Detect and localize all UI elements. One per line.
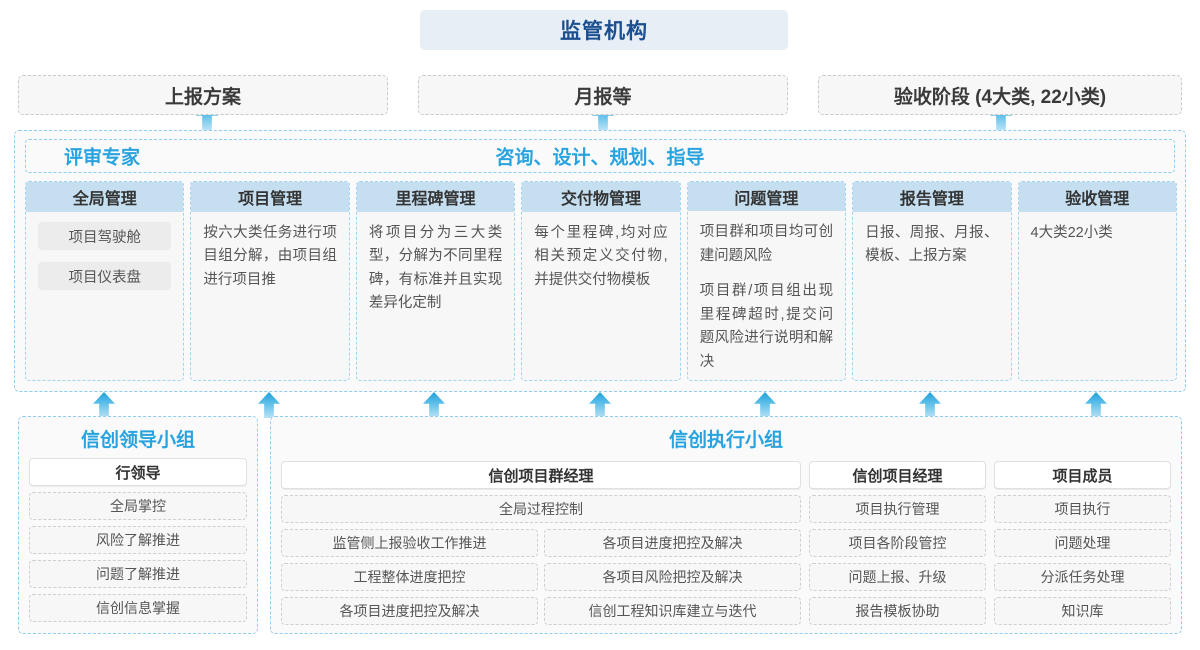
task-item[interactable]: 问题了解推进 [29, 560, 247, 588]
column-body: 将项目分为三大类型，分解为不同里程碑，有标准并且实现差异化定制 [357, 212, 514, 380]
role-header[interactable]: 信创项目经理 [809, 461, 986, 489]
management-columns: 全局管理 项目驾驶舱 项目仪表盘 项目管理 按六大类任务进行项目组分解，由项目组… [25, 181, 1177, 381]
arrow-up-col-4 [754, 392, 776, 418]
leader-group-box: 信创领导小组 行领导 全局掌控 风险了解推进 问题了解推进 信创信息掌握 [18, 416, 258, 634]
column-paragraph: 将项目分为三大类型，分解为不同里程碑，有标准并且实现差异化定制 [368, 225, 503, 312]
arrow-up-col-1 [258, 392, 280, 418]
task-item[interactable]: 各项目风险把控及解决 [544, 563, 801, 591]
project-manager-column: 信创项目经理 项目执行管理 项目各阶段管控 问题上报、升级 报告模板协助 [809, 461, 986, 631]
task-item[interactable]: 问题上报、升级 [809, 563, 986, 591]
report-box-plan[interactable]: 上报方案 [18, 75, 388, 115]
middle-band-header: 评审专家 咨询、设计、规划、指导 [25, 139, 1175, 173]
task-item[interactable]: 监管侧上报验收工作推进 [281, 529, 538, 557]
pill-item[interactable]: 项目仪表盘 [38, 262, 172, 290]
review-expert-label: 评审专家 [64, 147, 141, 169]
arrow-up-col-6 [1085, 392, 1107, 418]
task-item[interactable]: 项目执行管理 [809, 495, 986, 523]
task-item[interactable]: 项目各阶段管控 [809, 529, 986, 557]
column-issue-management[interactable]: 问题管理 项目群和项目均可创建问题风险 项目群/项目组出现里程碑超时,提交问题风… [686, 181, 847, 381]
column-title: 交付物管理 [522, 182, 680, 212]
task-item[interactable]: 信创工程知识库建立与迭代 [544, 597, 801, 625]
task-item[interactable]: 项目执行 [994, 495, 1171, 523]
task-item[interactable]: 各项目进度把控及解决 [544, 529, 801, 557]
column-report-management[interactable]: 报告管理 日报、周报、月报、模板、上报方案 [852, 181, 1012, 381]
exec-group-box: 信创执行小组 信创项目群经理 全局过程控制 监管侧上报验收工作推进 各项目进度把… [270, 416, 1182, 634]
column-paragraph: 按六大类任务进行项目组分解，由项目组进行项目推 [203, 225, 337, 288]
project-member-column: 项目成员 项目执行 问题处理 分派任务处理 知识库 [994, 461, 1171, 631]
column-title: 全局管理 [26, 182, 184, 212]
column-body: 4大类22小类 [1019, 212, 1176, 380]
task-item[interactable]: 各项目进度把控及解决 [281, 597, 538, 625]
exec-group-columns: 信创项目群经理 全局过程控制 监管侧上报验收工作推进 各项目进度把控及解决 工程… [281, 461, 1171, 631]
column-deliverable-management[interactable]: 交付物管理 每个里程碑,均对应相关预定义交付物,并提供交付物模板 [521, 181, 681, 381]
column-title: 项目管理 [191, 182, 349, 212]
column-global-management[interactable]: 全局管理 项目驾驶舱 项目仪表盘 [25, 181, 185, 381]
task-item[interactable]: 信创信息掌握 [29, 594, 247, 622]
report-box-acceptance[interactable]: 验收阶段 (4大类, 22小类) [818, 75, 1182, 115]
task-item[interactable]: 知识库 [994, 597, 1171, 625]
arrow-up-col-0 [93, 392, 115, 418]
arrow-up-col-3 [589, 392, 611, 418]
regulator-label: 监管机构 [560, 20, 648, 43]
column-project-management[interactable]: 项目管理 按六大类任务进行项目组分解，由项目组进行项目推 [190, 181, 350, 381]
column-title: 问题管理 [687, 182, 846, 212]
column-paragraph: 项目群/项目组出现里程碑超时,提交问题风险进行说明和解决 [699, 283, 834, 370]
regulator-box: 监管机构 [420, 10, 788, 50]
report-box-label: 上报方案 [164, 86, 241, 108]
column-paragraph: 4大类22小类 [1030, 225, 1113, 241]
program-manager-column: 信创项目群经理 全局过程控制 监管侧上报验收工作推进 各项目进度把控及解决 工程… [281, 461, 801, 631]
pill-item[interactable]: 项目驾驶舱 [38, 222, 172, 250]
column-title: 报告管理 [853, 182, 1011, 212]
column-paragraph: 项目群和项目均可创建问题风险 [699, 224, 834, 264]
column-title: 验收管理 [1018, 182, 1176, 212]
report-box-label: 验收阶段 (4大类, 22小类) [893, 86, 1107, 108]
leader-group-items: 行领导 全局掌控 风险了解推进 问题了解推进 信创信息掌握 [19, 458, 257, 622]
report-box-monthly[interactable]: 月报等 [418, 75, 788, 115]
task-item[interactable]: 风险了解推进 [29, 526, 247, 554]
column-acceptance-management[interactable]: 验收管理 4大类22小类 [1017, 181, 1177, 381]
task-item[interactable]: 工程整体进度把控 [281, 563, 538, 591]
column-paragraph: 日报、周报、月报、模板、上报方案 [865, 225, 999, 265]
role-header[interactable]: 行领导 [29, 458, 247, 486]
leader-group-title: 信创领导小组 [80, 430, 195, 451]
column-body: 按六大类任务进行项目组分解，由项目组进行项目推 [191, 212, 348, 380]
column-body: 项目驾驶舱 项目仪表盘 [26, 212, 183, 380]
role-header[interactable]: 项目成员 [994, 461, 1171, 489]
arrow-up-col-2 [423, 392, 445, 418]
column-title: 里程碑管理 [356, 182, 515, 212]
arrow-up-col-5 [919, 392, 941, 418]
exec-group-title: 信创执行小组 [668, 430, 783, 451]
middle-band: 评审专家 咨询、设计、规划、指导 全局管理 项目驾驶舱 项目仪表盘 项目管理 按… [14, 130, 1186, 392]
task-item-full[interactable]: 全局过程控制 [281, 495, 801, 523]
program-manager-task-grid: 监管侧上报验收工作推进 各项目进度把控及解决 工程整体进度把控 各项目风险把控及… [281, 529, 801, 625]
report-box-label: 月报等 [574, 86, 632, 108]
column-milestone-management[interactable]: 里程碑管理 将项目分为三大类型，分解为不同里程碑，有标准并且实现差异化定制 [355, 181, 516, 381]
role-header[interactable]: 信创项目群经理 [281, 461, 801, 489]
column-body: 日报、周报、月报、模板、上报方案 [853, 212, 1010, 380]
report-row: 上报方案 月报等 验收阶段 (4大类, 22小类) [0, 75, 1200, 115]
task-item[interactable]: 问题处理 [994, 529, 1171, 557]
column-body: 每个里程碑,均对应相关预定义交付物,并提供交付物模板 [522, 212, 679, 380]
task-item[interactable]: 报告模板协助 [809, 597, 986, 625]
consulting-label: 咨询、设计、规划、指导 [495, 147, 705, 169]
task-item[interactable]: 分派任务处理 [994, 563, 1171, 591]
task-item[interactable]: 全局掌控 [29, 492, 247, 520]
column-paragraph: 每个里程碑,均对应相关预定义交付物,并提供交付物模板 [534, 225, 668, 288]
column-body: 项目群和项目均可创建问题风险 项目群/项目组出现里程碑超时,提交问题风险进行说明… [688, 211, 845, 380]
